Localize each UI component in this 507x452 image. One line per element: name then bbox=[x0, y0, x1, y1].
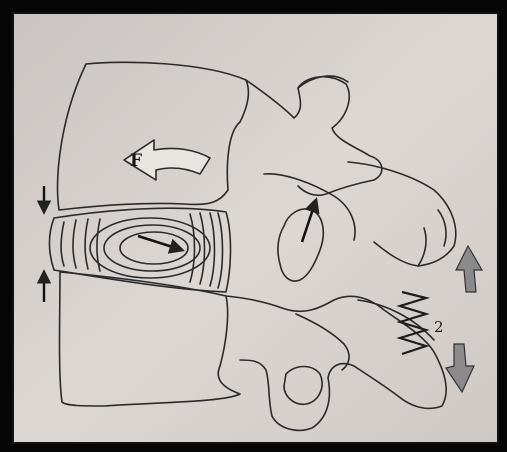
ligament-label: 2 bbox=[434, 318, 444, 336]
textbook-page: F 2 bbox=[12, 12, 499, 444]
spine-flexion-diagram: F 2 bbox=[14, 14, 497, 442]
flexion-label: F bbox=[130, 151, 142, 171]
